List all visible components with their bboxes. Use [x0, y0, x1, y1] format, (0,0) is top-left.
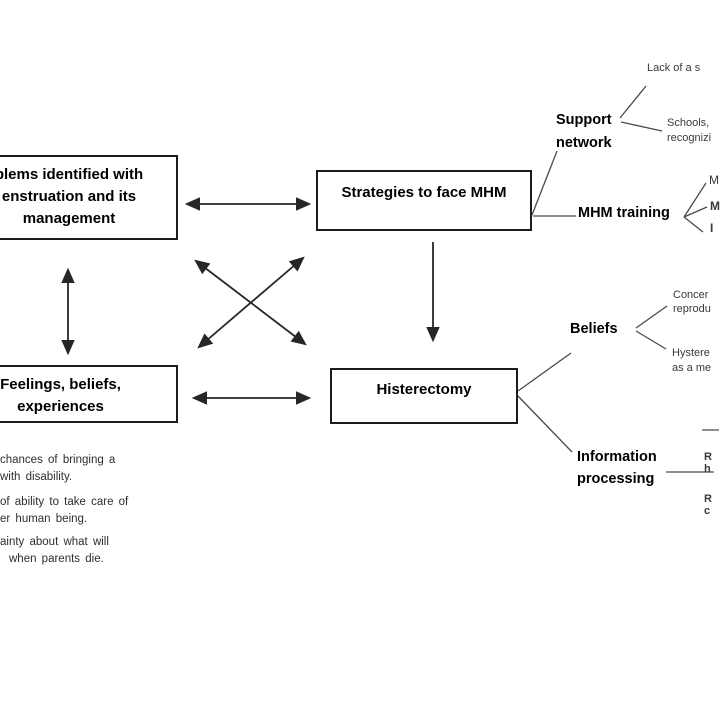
note3-line2: when parents die. — [9, 553, 104, 565]
line-training-branch-top — [683, 182, 707, 218]
note2-line1: of ability to take care of — [0, 496, 129, 508]
label-mhm-training: MHM training — [578, 205, 670, 221]
line-training-branch-bottom — [683, 216, 704, 233]
fragment-concern-reproduction: Concer reprodu — [673, 289, 711, 316]
fragment-schools: Schools, recognizi — [667, 116, 711, 146]
fragment-training-item-top: M — [709, 173, 719, 187]
note1-line2: with disability. — [0, 471, 73, 483]
box-feelings-beliefs-experiences: Feelings, beliefs, experiences — [0, 365, 178, 423]
note1-line1: chances of bringing a — [0, 454, 116, 466]
line-histerectomy-info — [517, 395, 573, 453]
fragment-schools-line2: recognizi — [667, 132, 712, 144]
box-problems-identified: blems identified with enstruation and it… — [0, 155, 178, 240]
line-beliefs-concern — [635, 305, 668, 329]
arrow-group — [61, 197, 440, 405]
note2-line2: er human being. — [0, 513, 88, 525]
label-info-line2: processing — [577, 471, 655, 487]
box-histerectomy: Histerectomy — [330, 368, 518, 424]
box-strategies-label: Strategies to face MHM — [341, 184, 507, 201]
fragment-training-item-mid: M — [710, 199, 720, 213]
label-support-line2: network — [556, 135, 612, 151]
note-bringing-child-disability: chances of bringing a with disability. — [0, 452, 115, 486]
fragment-lack-of-support: Lack of a s — [647, 62, 701, 74]
box-problems-line2: enstruation and its — [1, 188, 137, 205]
fragment-hysterectomy-means: Hystere as a me — [672, 346, 711, 376]
connector-group — [517, 85, 719, 473]
fragment-concern-line2: reprodu — [673, 302, 711, 315]
fragment-info-item1-line2: h — [704, 463, 711, 475]
fragment-concern-line1: Concer — [673, 289, 709, 301]
fragment-training-item-bottom: I — [710, 221, 714, 235]
line-training-branch-mid — [683, 206, 708, 218]
note-ability-take-care: of ability to take care of er human bein… — [0, 494, 128, 528]
label-support-network: Support network — [556, 109, 612, 155]
box-feelings-line2: experiences — [17, 398, 104, 415]
label-beliefs: Beliefs — [570, 321, 618, 337]
fragment-info-item1-line1: R — [704, 451, 712, 463]
fragment-info-item2-line2: c — [704, 505, 711, 517]
fragment-schools-line1: Schools, — [667, 117, 710, 129]
fragment-info-item1: R h — [704, 451, 712, 475]
box-strategies-to-face-mhm: Strategies to face MHM — [316, 170, 532, 231]
box-histerectomy-label: Histerectomy — [376, 381, 472, 398]
label-information-processing: Information processing — [577, 446, 657, 490]
line-support-lack — [619, 85, 647, 119]
fragment-hyster-line1: Hystere — [672, 347, 710, 359]
fragment-info-item2-line1: R — [704, 493, 712, 505]
fragment-info-item2: R c — [704, 493, 712, 517]
arrow-cross-feelings-strategies — [197, 256, 305, 349]
box-problems-line1: blems identified with — [0, 166, 144, 183]
box-problems-line3: management — [22, 210, 116, 227]
line-beliefs-hysterectomy — [635, 330, 667, 350]
line-support-schools — [620, 121, 663, 132]
box-feelings-line1: Feelings, beliefs, — [0, 376, 121, 393]
line-histerectomy-beliefs — [517, 352, 572, 392]
label-info-line1: Information — [577, 449, 657, 465]
note-when-parents-die: ainty about what will when parents die. — [0, 534, 109, 568]
note3-line1: ainty about what will — [0, 536, 109, 548]
line-strategies-support-network — [531, 150, 558, 216]
fragment-hyster-line2: as a me — [672, 362, 712, 374]
label-support-line1: Support — [556, 112, 612, 128]
